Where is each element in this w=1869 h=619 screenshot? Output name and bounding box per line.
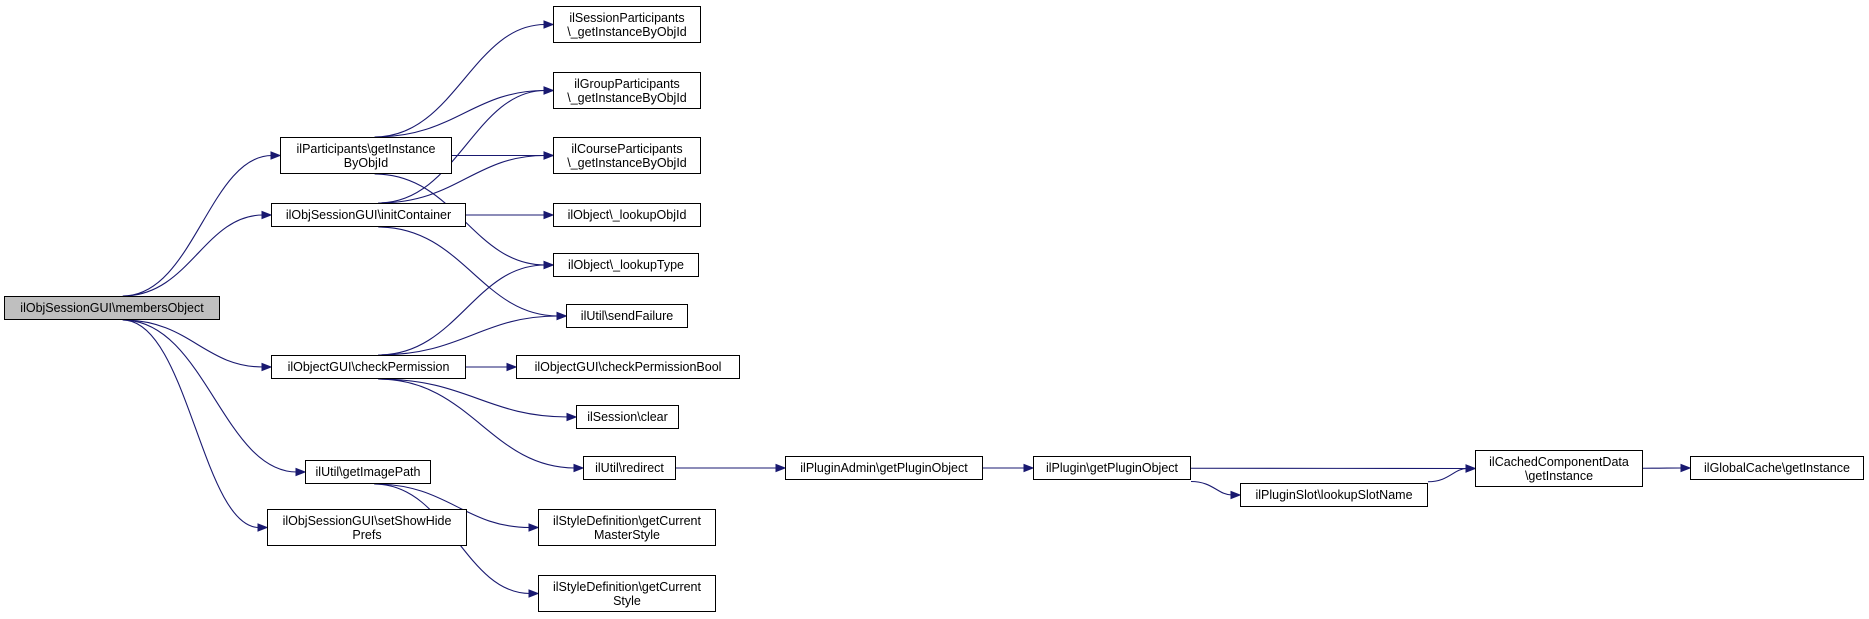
node-lookup-type[interactable]: ilObject\_lookupType bbox=[553, 253, 699, 277]
edge-arrowhead bbox=[257, 523, 269, 532]
edge-arrowhead bbox=[543, 86, 555, 95]
node-plugin-admin-get-plugin-object[interactable]: ilPluginAdmin\getPluginObject bbox=[785, 456, 983, 480]
node-get-image-path[interactable]: ilUtil\getImagePath bbox=[305, 460, 431, 484]
edge-arrowhead bbox=[543, 151, 555, 160]
node-label: ilPluginAdmin\getPluginObject bbox=[800, 461, 968, 475]
node-label: ilStyleDefinition\getCurrent bbox=[553, 513, 701, 528]
edge-arrowhead bbox=[261, 210, 273, 220]
edge-arrowhead bbox=[1680, 463, 1692, 473]
node-label: ilGroupParticipants bbox=[574, 76, 680, 91]
edge-arrowhead bbox=[295, 467, 307, 477]
node-label: ByObjId bbox=[343, 155, 389, 170]
node-label: ilStyleDefinition\getCurrent bbox=[553, 579, 701, 594]
node-util-redirect[interactable]: ilUtil\redirect bbox=[583, 456, 676, 480]
edge-participants_get_instance-to-group_participants bbox=[374, 89, 546, 138]
edge-arrowhead bbox=[506, 362, 518, 372]
node-label: Prefs bbox=[352, 527, 382, 542]
edge-arrowhead bbox=[1465, 464, 1477, 473]
node-global-cache-get-instance[interactable]: ilGlobalCache\getInstance bbox=[1690, 456, 1864, 480]
node-label: \_getInstanceByObjId bbox=[567, 90, 687, 105]
node-label: ilPlugin\getPluginObject bbox=[1045, 461, 1179, 475]
node-label: ilObjSessionGUI\initContainer bbox=[285, 208, 452, 222]
node-send-failure[interactable]: ilUtil\sendFailure bbox=[566, 304, 688, 328]
edge-check_permission-to-lookup_type bbox=[378, 264, 546, 356]
edge-arrowhead bbox=[1230, 490, 1242, 500]
node-label: \_getInstanceByObjId bbox=[567, 155, 687, 170]
edge-arrowhead bbox=[573, 463, 585, 473]
edge-members_object-to-participants_get_instance bbox=[122, 154, 273, 297]
node-label: ilCourseParticipants bbox=[571, 141, 683, 156]
node-init-container[interactable]: ilObjSessionGUI\initContainer bbox=[271, 203, 466, 227]
edge-init_container-to-group_participants bbox=[378, 89, 546, 204]
edge-get_image_path-to-style_get_current_master_style bbox=[374, 483, 531, 529]
edge-members_object-to-check_permission bbox=[122, 319, 264, 368]
edge-arrowhead bbox=[543, 20, 555, 29]
node-cached-component-data[interactable]: ilCachedComponentData \getInstance bbox=[1475, 450, 1643, 487]
node-label: ilUtil\getImagePath bbox=[315, 465, 421, 479]
edge-arrowhead bbox=[1023, 463, 1035, 473]
node-label: ilUtil\redirect bbox=[595, 461, 664, 475]
node-label: ilObjectGUI\checkPermissionBool bbox=[534, 360, 722, 374]
edge-check_permission-to-session_clear bbox=[378, 378, 569, 418]
edge-check_permission-to-util_redirect bbox=[378, 378, 576, 469]
edge-init_container-to-send_failure bbox=[378, 226, 559, 317]
node-plugin-get-plugin-object[interactable]: ilPlugin\getPluginObject bbox=[1033, 456, 1191, 480]
edge-members_object-to-init_container bbox=[122, 214, 264, 297]
node-label: ilObject\_lookupObjId bbox=[567, 208, 687, 222]
node-label: ilPluginSlot\lookupSlotName bbox=[1255, 488, 1413, 502]
node-plugin-slot-lookup-slot-name[interactable]: ilPluginSlot\lookupSlotName bbox=[1240, 483, 1428, 507]
node-label: ilSession\clear bbox=[587, 410, 668, 424]
node-check-permission-bool[interactable]: ilObjectGUI\checkPermissionBool bbox=[516, 355, 740, 379]
node-label: ilGlobalCache\getInstance bbox=[1704, 461, 1850, 475]
node-check-permission[interactable]: ilObjectGUI\checkPermission bbox=[271, 355, 466, 379]
node-label: ilSessionParticipants bbox=[569, 10, 685, 25]
node-style-get-current-style[interactable]: ilStyleDefinition\getCurrent Style bbox=[538, 575, 716, 612]
node-label: MasterStyle bbox=[594, 527, 660, 542]
edge-plugin_get_plugin_object-to-plugin_slot_lookup_slot_name bbox=[1190, 480, 1233, 496]
node-set-show-hide-prefs[interactable]: ilObjSessionGUI\setShowHide Prefs bbox=[267, 509, 467, 546]
node-label: \getInstance bbox=[1524, 468, 1594, 483]
edge-plugin_slot_lookup_slot_name-to-cached_component_data bbox=[1427, 467, 1468, 483]
edge-participants_get_instance-to-session_participants bbox=[374, 23, 546, 138]
node-participants-get-instance[interactable]: ilParticipants\getInstance ByObjId bbox=[280, 137, 452, 174]
edge-arrowhead bbox=[775, 463, 787, 473]
node-label: ilObjSessionGUI\setShowHide bbox=[282, 513, 452, 528]
edge-arrowhead bbox=[543, 210, 555, 220]
edge-arrowhead bbox=[543, 260, 555, 270]
node-course-participants[interactable]: ilCourseParticipants \_getInstanceByObjI… bbox=[553, 137, 701, 174]
edge-arrowhead bbox=[270, 151, 282, 160]
node-group-participants[interactable]: ilGroupParticipants \_getInstanceByObjId bbox=[553, 72, 701, 109]
edge-arrowhead bbox=[261, 362, 273, 372]
node-label: \_getInstanceByObjId bbox=[567, 24, 687, 39]
edge-arrowhead bbox=[528, 589, 540, 598]
node-members-object[interactable]: ilObjSessionGUI\membersObject bbox=[4, 296, 220, 320]
node-label: ilObjSessionGUI\membersObject bbox=[20, 301, 204, 315]
edge-arrowhead bbox=[528, 523, 540, 532]
node-label: ilCachedComponentData bbox=[1489, 454, 1629, 469]
edge-members_object-to-get_image_path bbox=[122, 319, 298, 473]
edge-init_container-to-course_participants bbox=[378, 154, 546, 204]
node-session-participants[interactable]: ilSessionParticipants \_getInstanceByObj… bbox=[553, 6, 701, 43]
node-label: Style bbox=[613, 593, 641, 608]
node-lookup-obj-id[interactable]: ilObject\_lookupObjId bbox=[553, 203, 701, 227]
edge-check_permission-to-send_failure bbox=[378, 315, 559, 356]
node-label: ilParticipants\getInstance bbox=[296, 141, 436, 156]
edge-arrowhead bbox=[566, 412, 578, 422]
node-style-get-current-master-style[interactable]: ilStyleDefinition\getCurrent MasterStyle bbox=[538, 509, 716, 546]
node-session-clear[interactable]: ilSession\clear bbox=[576, 405, 679, 429]
node-label: ilObject\_lookupType bbox=[567, 258, 685, 272]
node-label: ilUtil\sendFailure bbox=[580, 309, 674, 323]
edge-members_object-to-set_show_hide_prefs bbox=[122, 319, 260, 529]
node-label: ilObjectGUI\checkPermission bbox=[287, 360, 450, 374]
edge-arrowhead bbox=[556, 311, 568, 321]
